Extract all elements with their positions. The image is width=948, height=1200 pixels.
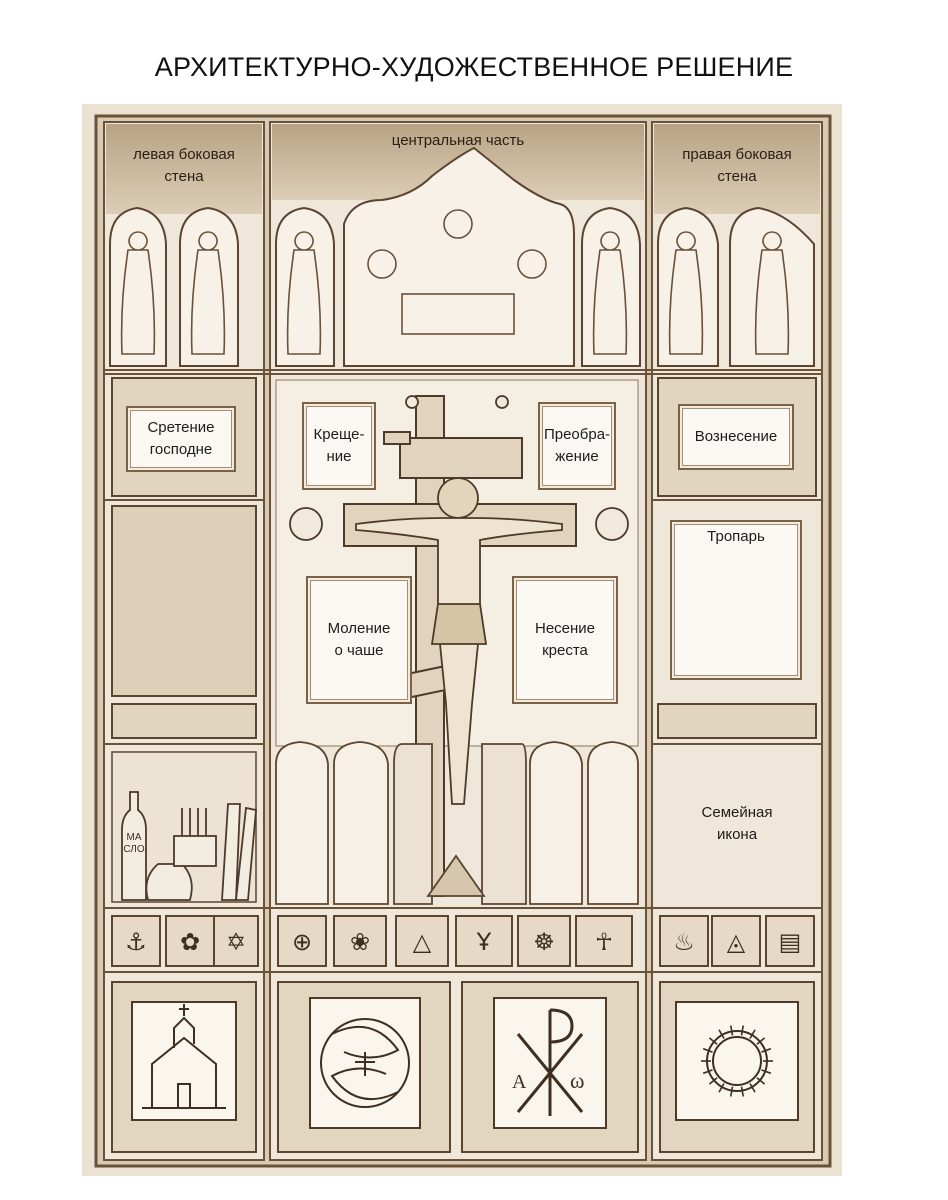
anchor-icon bbox=[111, 915, 161, 967]
right-arch-2 bbox=[729, 206, 815, 367]
saint-figure bbox=[754, 231, 790, 355]
chalice-icon-glyph: Ұ bbox=[476, 928, 492, 956]
flower-icon bbox=[333, 915, 387, 967]
thorn bbox=[761, 1069, 772, 1075]
fish-drawing bbox=[320, 1018, 410, 1108]
alpha-letter: A bbox=[512, 1071, 527, 1093]
saint-figure bbox=[668, 231, 704, 355]
moon-icon bbox=[595, 507, 629, 541]
ankh-icon-glyph: ☥ bbox=[595, 928, 613, 956]
trinity-table bbox=[401, 293, 515, 335]
right-wall-label: правая боковая стена bbox=[682, 146, 792, 185]
star-of-david-icon bbox=[213, 915, 259, 967]
ankh-icon bbox=[575, 915, 633, 967]
tropar-panel: Тропарь bbox=[670, 520, 802, 680]
preobrazhenie-panel: Преобра- жение bbox=[538, 402, 616, 490]
rosette-icon-glyph: ✿ bbox=[180, 928, 200, 956]
right-header-band bbox=[654, 124, 820, 214]
wall-plan: ⚓ ✿ ✡ ⊕ ❀ △ Ұ ☸ ☥ ♨ ◬ ▤ bbox=[82, 104, 842, 1176]
center-arch-left bbox=[275, 206, 335, 367]
saint-figures bbox=[120, 209, 790, 355]
wheel-icon bbox=[517, 915, 571, 967]
flame-icon bbox=[659, 915, 709, 967]
thorn bbox=[729, 1086, 734, 1097]
thorn bbox=[702, 1069, 713, 1075]
anchor-icon-glyph: ⚓ bbox=[125, 928, 147, 956]
page-title: АРХИТЕКТУРНО-ХУДОЖЕСТВЕННОЕ РЕШЕНИЕ bbox=[154, 52, 794, 82]
crown-of-thorns-icon bbox=[675, 1001, 799, 1121]
thorn bbox=[740, 1025, 745, 1036]
thorn bbox=[708, 1077, 718, 1085]
triangle-eye-icon-glyph: △ bbox=[413, 928, 432, 956]
triangle-eye-icon bbox=[395, 915, 449, 967]
thorn bbox=[749, 1029, 756, 1039]
left-wall-label: левая боковая стена bbox=[133, 146, 235, 185]
angel-figure bbox=[517, 249, 547, 279]
chalice-icon bbox=[455, 915, 513, 967]
center-arch-right bbox=[581, 206, 641, 367]
omega-letter: ω bbox=[570, 1068, 584, 1093]
flame-icon-glyph: ♨ bbox=[673, 928, 695, 956]
church-drawing bbox=[142, 1004, 226, 1109]
thorn bbox=[729, 1025, 734, 1036]
bottle-label: МА СЛО bbox=[123, 832, 145, 855]
thorn bbox=[740, 1086, 745, 1097]
sretenie-panel: Сретение господне bbox=[126, 406, 236, 472]
lower-saints bbox=[275, 741, 639, 905]
golgotha bbox=[426, 854, 486, 897]
saint-figure bbox=[190, 231, 226, 355]
thorn bbox=[718, 1029, 725, 1039]
still-life-drawing bbox=[121, 791, 257, 901]
angel-figure bbox=[443, 209, 473, 239]
thorns bbox=[701, 1025, 773, 1097]
thorn bbox=[718, 1083, 725, 1093]
thorn bbox=[761, 1047, 772, 1053]
ladder-icon bbox=[765, 915, 815, 967]
sun-icon bbox=[289, 507, 323, 541]
church-icon bbox=[131, 1001, 237, 1121]
crucified-figure bbox=[355, 477, 563, 805]
symbol-tiles: ⚓ ✿ ✡ ⊕ ❀ △ Ұ ☸ ☥ ♨ ◬ ▤ bbox=[111, 915, 815, 967]
star-of-david-icon-glyph: ✡ bbox=[226, 928, 246, 956]
left-header-band bbox=[106, 124, 262, 214]
wheel-icon-glyph: ☸ bbox=[533, 928, 555, 956]
left-arch-2 bbox=[179, 206, 239, 367]
trinity-eye-icon-glyph: ◬ bbox=[727, 928, 746, 956]
trinity-eye-icon bbox=[711, 915, 761, 967]
sun-moon bbox=[289, 395, 629, 541]
nativity-icon bbox=[111, 505, 257, 697]
ladder-icon-glyph: ▤ bbox=[779, 928, 802, 956]
thorn bbox=[702, 1047, 713, 1053]
cross-circle-icon bbox=[277, 915, 327, 967]
cross-circle-icon-glyph: ⊕ bbox=[292, 928, 312, 956]
saint-figure bbox=[592, 231, 628, 355]
left-ornament-band bbox=[111, 703, 257, 739]
nesenie-panel: Несение креста bbox=[512, 576, 618, 704]
center-part-label: центральная часть bbox=[391, 132, 525, 149]
right-ornament-band bbox=[657, 703, 817, 739]
thorn bbox=[756, 1077, 766, 1085]
angel-figure bbox=[367, 249, 397, 279]
thorn bbox=[756, 1037, 766, 1045]
thorn bbox=[749, 1083, 756, 1093]
row-dividers bbox=[104, 369, 822, 973]
left-arch-1 bbox=[109, 206, 167, 367]
thorn bbox=[708, 1037, 718, 1045]
voznesenie-panel: Вознесение bbox=[678, 404, 794, 470]
saint-figure bbox=[286, 231, 322, 355]
chi-rho-drawing bbox=[516, 1008, 584, 1116]
flower-icon-glyph: ❀ bbox=[350, 928, 370, 956]
molenie-panel: Моление о чаше bbox=[306, 576, 412, 704]
saint-figure bbox=[120, 231, 156, 355]
kreshchenie-panel: Креще- ние bbox=[302, 402, 376, 490]
semeinaya-icon-label: Семейная икона bbox=[701, 804, 773, 843]
